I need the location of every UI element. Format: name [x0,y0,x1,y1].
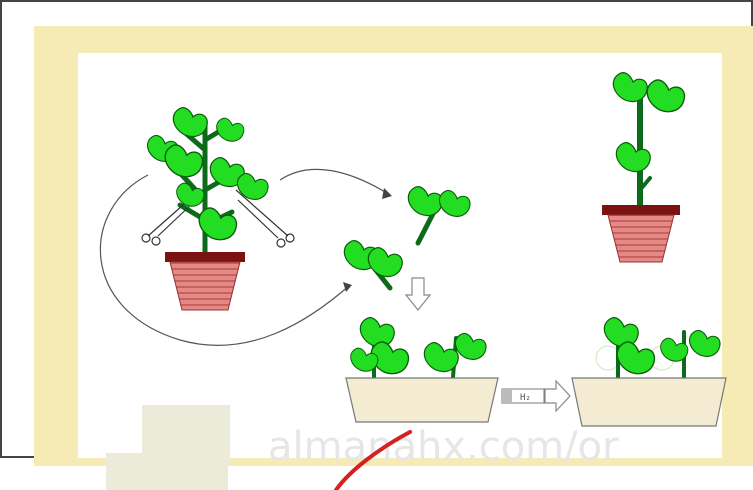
arrow-head-upper [382,188,392,199]
cutting-upper [407,186,471,246]
arrow-right-icon [544,379,571,413]
parent-plant [99,107,392,346]
cutting-lower [343,240,403,291]
test-tube-icon: H₂ [501,388,545,404]
cutting-tray [345,317,499,423]
result-pot-icon [602,205,680,263]
svg-text:H₂: H₂ [520,393,531,403]
red-accent-stroke [334,430,412,490]
overlay-block-2 [106,453,228,490]
rooted-tray [571,317,727,427]
watermark: almanahx.com/or [268,424,619,470]
curve-arrow-lower [99,174,351,346]
curve-arrow-upper [279,168,391,196]
pot-icon [165,252,245,311]
arrow-down-icon [404,277,432,311]
arrow-head-lower [343,282,352,292]
result-plant [602,72,686,263]
